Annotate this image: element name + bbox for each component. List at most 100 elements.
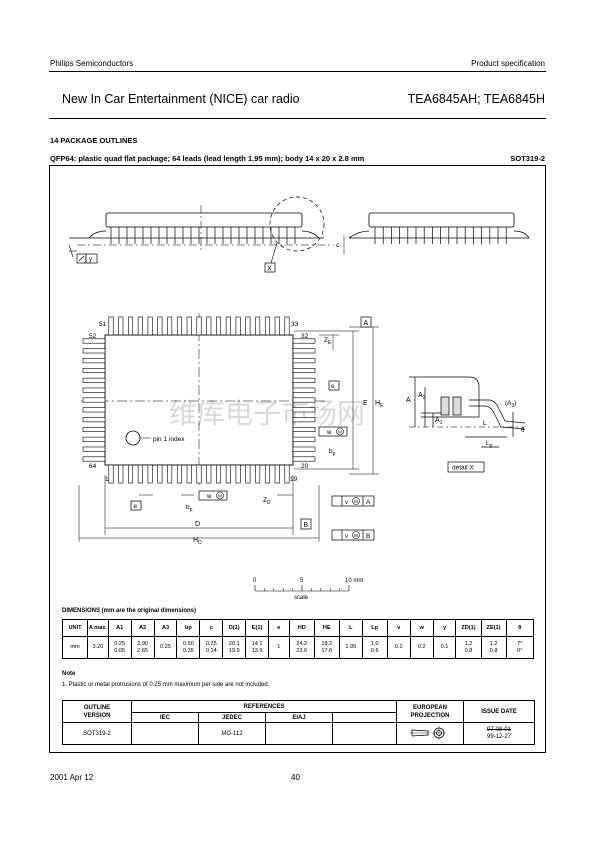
lp-dim-label: Lp bbox=[486, 440, 493, 449]
lead-right bbox=[292, 417, 316, 423]
scale-5: 5 bbox=[300, 578, 304, 584]
l-dim-label: L bbox=[483, 420, 487, 427]
dim-cell: 24.2 23.6 bbox=[288, 636, 315, 659]
ref-b-tol: B bbox=[366, 533, 370, 540]
theta-label: θ bbox=[521, 427, 525, 434]
pin-19-label: 19 bbox=[290, 476, 298, 483]
document-title: New In Car Entertainment (NICE) car radi… bbox=[62, 92, 300, 106]
ref-b-label: B bbox=[304, 522, 309, 529]
lead-top bbox=[147, 316, 153, 336]
iec-header: IEC bbox=[131, 712, 199, 723]
header-rule-top bbox=[49, 71, 546, 72]
y-label: y bbox=[89, 257, 92, 263]
e-dim-label: E bbox=[363, 400, 368, 407]
lead-top bbox=[196, 316, 202, 336]
a2-dim-label: A2 bbox=[418, 392, 426, 401]
scale-label: scale bbox=[294, 595, 309, 600]
references-header: REFERENCES bbox=[131, 700, 397, 713]
side-view-left bbox=[69, 205, 334, 250]
header-rule-bottom bbox=[49, 118, 546, 119]
lead-top bbox=[108, 316, 114, 336]
dim-col-header: w bbox=[409, 619, 434, 637]
package-drawing: 维库电子市场网 X y c 51 33 52 32 64 20 1 19 bbox=[68, 196, 530, 600]
lead-bottom bbox=[147, 464, 153, 484]
lead-right bbox=[292, 456, 316, 462]
lead-left bbox=[82, 436, 106, 442]
pin1-index-mark bbox=[125, 430, 141, 446]
lead-top bbox=[225, 316, 231, 336]
dim-cell: 7° 0° bbox=[505, 636, 535, 659]
dim-cell: 0.25 bbox=[153, 636, 178, 659]
lead-right bbox=[292, 407, 316, 413]
lead-right bbox=[292, 426, 316, 432]
dim-col-header: θ bbox=[505, 619, 535, 637]
dim-cell: 0.50 0.35 bbox=[176, 636, 201, 659]
dim-col-header: c bbox=[199, 619, 224, 637]
lead-left bbox=[82, 338, 106, 344]
lead-top bbox=[118, 316, 124, 336]
a1-dim-label: A1 bbox=[435, 417, 443, 426]
jedec-header: JEDEC bbox=[198, 712, 266, 723]
lead-bottom bbox=[255, 464, 261, 484]
a3-dim-label: (A3) bbox=[505, 400, 516, 409]
lead-left bbox=[82, 368, 106, 374]
lead-bottom bbox=[186, 464, 192, 484]
pin-52-label: 52 bbox=[89, 333, 97, 340]
projection-symbol-icon bbox=[396, 722, 464, 745]
dim-col-header: ZE(1) bbox=[480, 619, 507, 637]
pin-32-label: 32 bbox=[301, 333, 309, 340]
dim-col-header: A2 bbox=[130, 619, 155, 637]
dim-cell: 1.2 0.8 bbox=[455, 636, 482, 659]
dim-cell: 0.1 bbox=[432, 636, 457, 659]
lead-top bbox=[206, 316, 212, 336]
lead-bottom bbox=[157, 464, 163, 484]
lead-top bbox=[284, 316, 290, 336]
m-label-b: M bbox=[354, 533, 358, 538]
m-label-bottom: M bbox=[218, 494, 222, 499]
iec-value bbox=[131, 722, 199, 745]
issue-date-old: 97-08-01 bbox=[486, 726, 512, 733]
package-description: QFP64: plastic quad flat package; 64 lea… bbox=[50, 154, 365, 163]
lead-bottom bbox=[274, 464, 280, 484]
company-name: Philips Semiconductors bbox=[50, 59, 134, 68]
lead-left bbox=[82, 407, 106, 413]
lead-bottom bbox=[225, 464, 231, 484]
dim-col-header: e bbox=[268, 619, 290, 637]
page-number: 40 bbox=[291, 773, 300, 782]
lead-right bbox=[292, 348, 316, 354]
a-dim-label: A bbox=[406, 397, 411, 404]
note-heading: Note bbox=[62, 671, 76, 677]
dim-col-header: E(1) bbox=[245, 619, 269, 637]
dim-cell: 1.2 0.8 bbox=[480, 636, 507, 659]
lead-left bbox=[82, 446, 106, 452]
dim-col-header: bp bbox=[176, 619, 201, 637]
lead-right bbox=[292, 446, 316, 452]
lead-bottom bbox=[128, 464, 134, 484]
lead-left bbox=[82, 358, 106, 364]
dim-cell: 0.25 0.14 bbox=[199, 636, 224, 659]
lead-right bbox=[292, 338, 316, 344]
lead-left bbox=[82, 397, 106, 403]
pin-33-label: 33 bbox=[291, 321, 299, 328]
european-projection-header: EUROPEAN PROJECTION bbox=[396, 700, 464, 723]
scale-bar bbox=[254, 585, 350, 592]
outline-version-value: SOT319-2 bbox=[62, 722, 132, 745]
lead-top bbox=[245, 316, 251, 336]
lead-top bbox=[176, 316, 182, 336]
side-view-right bbox=[348, 212, 530, 239]
lead-bottom bbox=[108, 464, 114, 484]
scale-0: 0 bbox=[253, 578, 257, 584]
e-pitch-label-right: e bbox=[331, 383, 335, 390]
lead-right bbox=[292, 436, 316, 442]
outline-version-header: OUTLINE VERSION bbox=[62, 700, 132, 723]
references-spare-header bbox=[332, 712, 397, 723]
dim-col-header: HE bbox=[313, 619, 340, 637]
watermark: 维库电子市场网 bbox=[169, 398, 365, 429]
dim-col-header: D(1) bbox=[222, 619, 247, 637]
scale-10: 10 mm bbox=[345, 578, 363, 584]
lead-bottom bbox=[245, 464, 251, 484]
d-dim-label: D bbox=[195, 521, 200, 528]
lead-top bbox=[264, 316, 270, 336]
dim-cell: 20.1 19.9 bbox=[222, 636, 247, 659]
